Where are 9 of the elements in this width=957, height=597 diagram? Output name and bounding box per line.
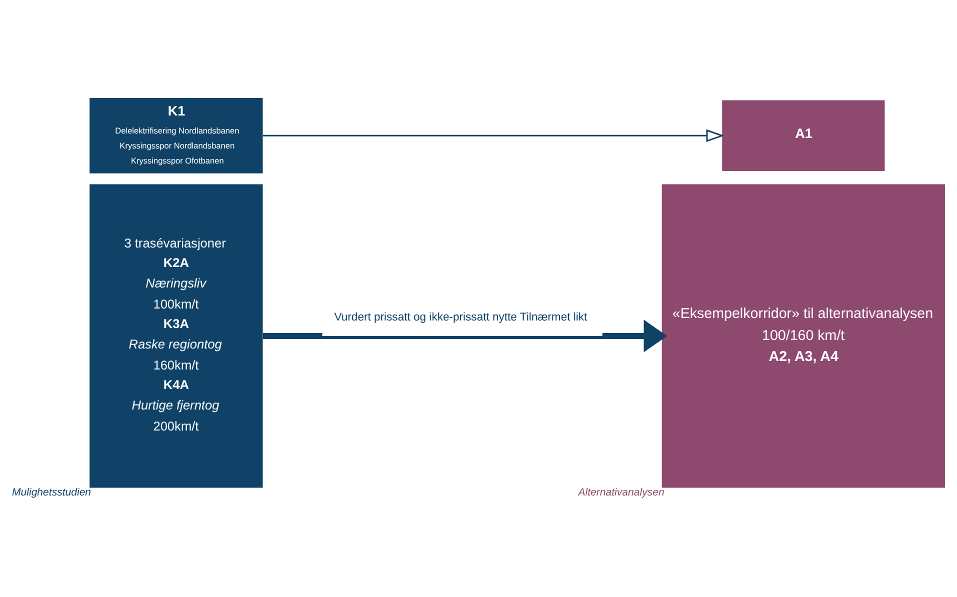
node-label: Mulighetsstudien — [12, 486, 92, 498]
node-label: Alternativanalysen — [578, 486, 664, 498]
node-box: K1 Delelektrifisering Nordlandsbanen Kryssingsspor Nordlandsbanen Kryssingsspor Ofotbanen — [90, 98, 263, 174]
node-box: 3 trasévariasjoner K2A Næringsliv 100km/t K3A Raske regiontog 160km/t K4A Hurtige fjerntog 200km/t — [90, 184, 263, 488]
arrow — [262, 129, 724, 142]
edge-label: Vurdert prissatt og ikke-prissatt nytte Tilnærmet likt — [334, 312, 588, 324]
node-box: A1 — [722, 100, 885, 172]
node-box: «Eksempelkorridor» til alternativanalysen 100/160 km/t A2, A3, A4 — [662, 184, 945, 488]
arrow — [262, 320, 668, 352]
